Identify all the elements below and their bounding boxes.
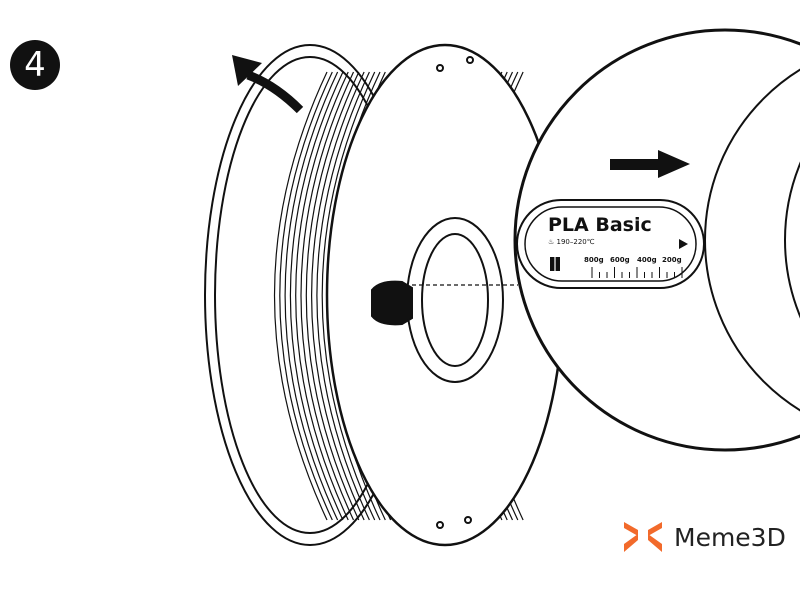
weight-1: 600g — [610, 256, 630, 264]
rotate-arrow-icon — [246, 70, 304, 114]
filament-strand — [284, 71, 339, 521]
filament-label — [516, 199, 705, 289]
filament-strand — [273, 71, 328, 521]
label-temperature: ♨ 190–220℃ — [548, 238, 595, 246]
weight-3: 200g — [662, 256, 682, 264]
filament-strand — [289, 71, 344, 521]
filament-strand — [300, 71, 355, 521]
step-number: 4 — [24, 45, 46, 85]
filament-strand — [321, 71, 376, 521]
rfid-chip — [371, 280, 413, 326]
right-arrow-icon — [610, 150, 690, 178]
magnifier-circle — [513, 28, 800, 452]
filament-strand — [305, 71, 360, 521]
weight-0: 800g — [584, 256, 604, 264]
weight-2: 400g — [637, 256, 657, 264]
step-number-badge: 4 — [10, 40, 60, 90]
filament-strand — [316, 71, 370, 521]
meme3d-logo-icon — [624, 522, 662, 552]
filament-strand — [311, 71, 365, 521]
label-title: PLA Basic — [548, 214, 652, 236]
filament-strand — [295, 71, 349, 521]
filament-strand — [279, 71, 333, 521]
brand-name: Meme3D — [674, 522, 786, 552]
brand-logo: Meme3D — [624, 522, 786, 552]
temperature-text: 190–220℃ — [556, 238, 595, 246]
